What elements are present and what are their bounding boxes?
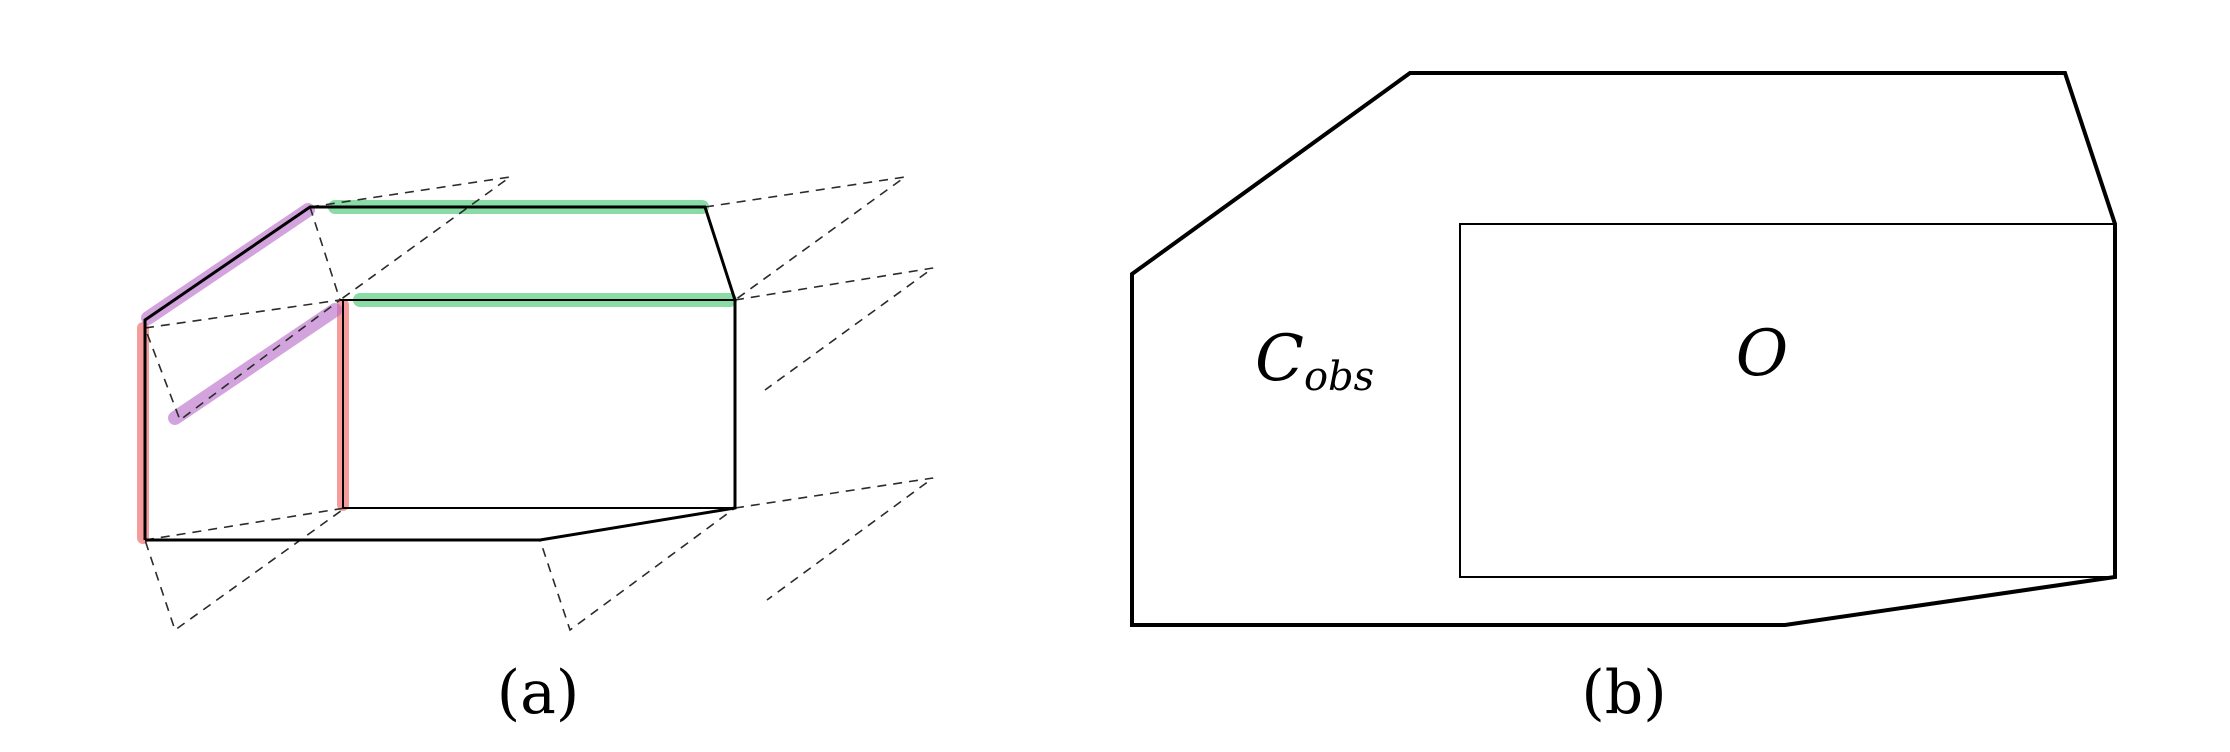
caption-a: (a): [497, 658, 580, 728]
panel-a: (a): [137, 176, 934, 728]
cobs-outer-boundary: [1130, 71, 2117, 627]
dashed-bottom-mid-wedge: [539, 507, 736, 632]
caption-b: (b): [1581, 658, 1666, 728]
label-cobs-main: C: [1255, 322, 1304, 396]
dashed-top-right-wedge: [704, 176, 906, 301]
dashed-bottom-right-wedge: [734, 477, 934, 601]
outer-outline: [143, 205, 737, 542]
dashed-mid-right-wedge: [734, 267, 934, 391]
polygon-outline-a: [143, 205, 737, 542]
dashed-bottom-left-wedge: [144, 507, 346, 632]
label-cobs: Cobs: [1255, 322, 1374, 400]
label-cobs-sub: obs: [1304, 354, 1374, 400]
dashed-inner-slant: [309, 206, 341, 301]
label-o: O: [1736, 317, 1788, 391]
highlight-purple-inner-slant: [168, 303, 342, 425]
dashed-top-left-wedge: [309, 176, 511, 301]
dashed-left-wedge: [144, 299, 341, 422]
panel-b: Cobs O (b): [1130, 71, 2117, 728]
obstacle-rectangle: [1459, 223, 2116, 578]
highlight-strokes: [137, 200, 737, 544]
